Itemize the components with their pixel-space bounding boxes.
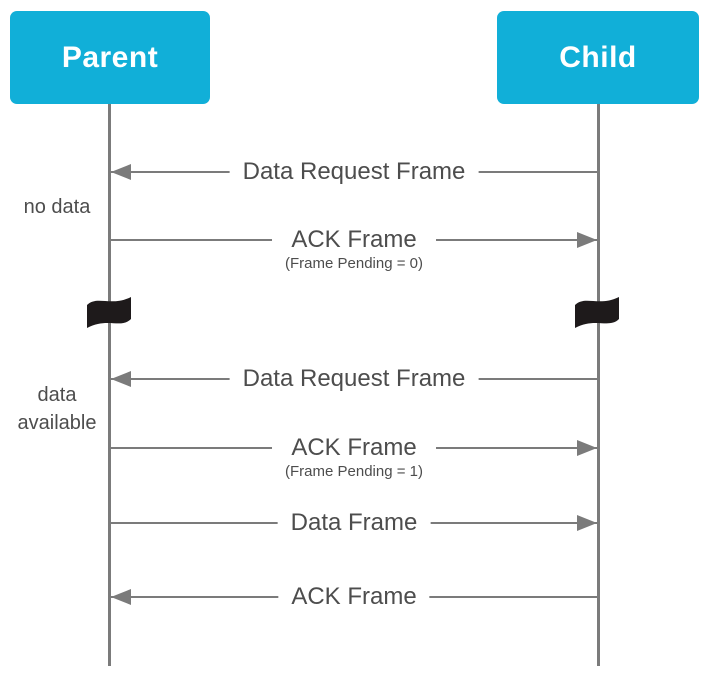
message-text: Data Frame bbox=[290, 509, 418, 536]
actor-label-child: Child bbox=[559, 40, 637, 74]
flag-icon bbox=[84, 293, 134, 333]
message-label: ACK Frame (Frame Pending = 0) bbox=[272, 224, 436, 273]
flag-icon bbox=[572, 293, 622, 333]
arrowhead-right-icon bbox=[577, 515, 597, 531]
message-label: ACK Frame (Frame Pending = 1) bbox=[272, 432, 436, 481]
annotation-no-data: no data bbox=[23, 196, 91, 218]
message-text: Data Request Frame bbox=[242, 158, 466, 185]
message-label: Data Frame bbox=[277, 507, 431, 538]
arrowhead-right-icon bbox=[577, 232, 597, 248]
lifeline-parent bbox=[108, 104, 111, 666]
arrowhead-left-icon bbox=[111, 371, 131, 387]
message-subtext: (Frame Pending = 0) bbox=[285, 255, 423, 272]
arrowhead-left-icon bbox=[111, 589, 131, 605]
annotation-data-available: data available bbox=[17, 384, 97, 434]
lifeline-child bbox=[597, 104, 600, 666]
actor-box-parent: Parent bbox=[10, 11, 210, 104]
message-text: ACK Frame bbox=[291, 583, 417, 610]
message-text: ACK Frame bbox=[291, 434, 417, 461]
message-text: ACK Frame bbox=[291, 226, 417, 253]
message-label: Data Request Frame bbox=[229, 363, 479, 394]
actor-box-child: Child bbox=[497, 11, 699, 104]
actor-label-parent: Parent bbox=[61, 40, 159, 74]
message-text: Data Request Frame bbox=[242, 365, 466, 392]
arrowhead-left-icon bbox=[111, 164, 131, 180]
message-label: ACK Frame bbox=[278, 581, 430, 612]
message-label: Data Request Frame bbox=[229, 156, 479, 187]
message-subtext: (Frame Pending = 1) bbox=[285, 463, 423, 480]
arrowhead-right-icon bbox=[577, 440, 597, 456]
